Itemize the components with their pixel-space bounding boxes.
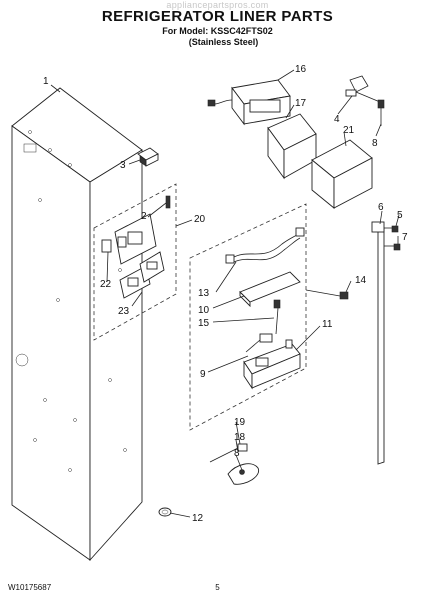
vertical-strip [371, 221, 385, 465]
liner-drain-hole [15, 353, 29, 367]
callout-19: 19 [234, 417, 246, 428]
plug-12 [158, 507, 172, 517]
callout-5: 5 [397, 210, 403, 221]
callout-7: 7 [402, 232, 408, 243]
callout-22: 22 [100, 279, 112, 290]
callout-20: 20 [194, 214, 206, 225]
watermark: appliancepartspros.com [166, 0, 269, 10]
control-housing [243, 339, 301, 390]
callout-6: 6 [378, 202, 384, 213]
footer-part-code: W10175687 [8, 583, 52, 592]
screw-8 [377, 99, 385, 126]
liner-vent-hole [23, 143, 37, 153]
duct-housing [311, 139, 373, 209]
control-bracket [239, 271, 301, 308]
page-title: REFRIGERATOR LINER PARTS [101, 8, 334, 25]
clip-2 [165, 195, 171, 209]
door-switch [345, 75, 381, 103]
model-subtitle: For Model: KSSC42FTS02 [162, 26, 273, 36]
small-cover-22 [101, 239, 112, 253]
callout-23: 23 [118, 306, 130, 317]
callout-10: 10 [198, 305, 210, 316]
fasteners-5-7 [384, 225, 401, 251]
callout-14: 14 [355, 275, 367, 286]
thermistor [273, 299, 281, 335]
callout-18: 18 [234, 432, 246, 443]
wire-harness [225, 227, 305, 264]
callout-8: 8 [372, 138, 378, 149]
dashed-group-control [189, 203, 307, 431]
leader-lines [50, 69, 400, 518]
connector-9 [245, 333, 273, 353]
callout-13: 13 [198, 288, 210, 299]
mounting-bracket [101, 195, 171, 299]
liner-cabinet [11, 87, 143, 562]
top-switch [137, 147, 159, 167]
finish-subtitle: (Stainless Steel) [188, 37, 259, 47]
callout-21: 21 [343, 125, 355, 136]
callout-1: 1 [43, 76, 49, 87]
footer-page-number: 5 [215, 583, 220, 592]
light-socket [209, 443, 260, 485]
callout-labels: 1 3 2 20 22 23 16 17 21 4 8 6 5 7 14 13 … [43, 64, 408, 524]
screw-14 [305, 289, 349, 300]
dashed-group-mounting [93, 183, 177, 341]
duct-cover [267, 113, 317, 180]
callout-15: 15 [198, 318, 210, 329]
callout-3: 3 [120, 160, 126, 171]
callout-17: 17 [295, 98, 307, 109]
light-assembly [207, 79, 291, 126]
callout-8b: 8 [234, 448, 240, 459]
callout-11: 11 [322, 319, 333, 330]
callout-9: 9 [200, 369, 206, 380]
callout-16: 16 [295, 64, 307, 75]
callout-2: 2 [141, 211, 147, 222]
callout-12: 12 [192, 513, 204, 524]
callout-4: 4 [334, 114, 340, 125]
